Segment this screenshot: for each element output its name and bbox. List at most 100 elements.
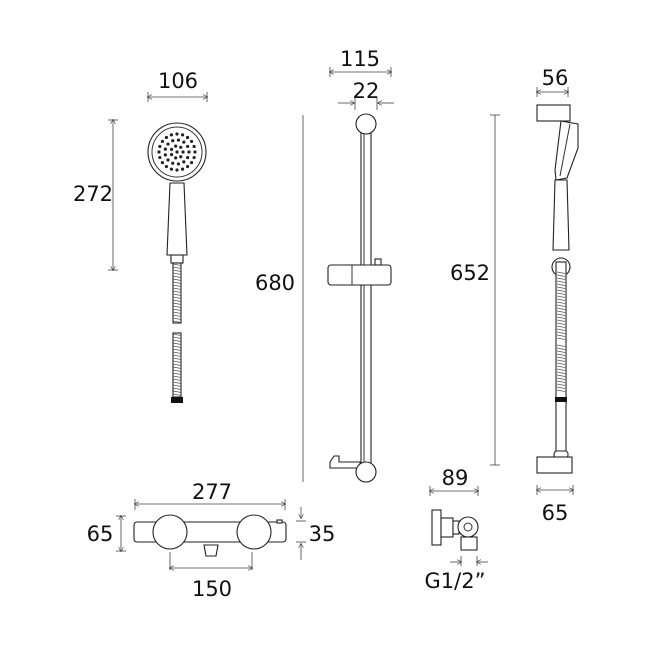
nozzle-dot [157, 150, 161, 154]
hose-rib [556, 271, 566, 274]
hose-rib [172, 357, 182, 360]
hose-rib [172, 360, 182, 363]
hose-rib [172, 275, 182, 278]
hose-rib [556, 274, 566, 277]
nozzle-dot [175, 132, 179, 136]
nozzle-dot [175, 150, 179, 154]
side-bottom-depth-label: 65 [542, 501, 569, 525]
valve-right-knob [236, 514, 272, 550]
hose-rib [556, 295, 566, 298]
rail-front-drawing: 115 22 680 [255, 47, 394, 483]
hose-rib [556, 298, 566, 301]
hose-rib [172, 393, 182, 396]
bar-valve-drawing: 277 65 35 150 [87, 480, 336, 601]
nozzle-dot [180, 167, 185, 171]
rail-bottom-bracket [329, 455, 361, 469]
nozzle-dot [174, 156, 178, 160]
hose-rib [556, 347, 566, 350]
rail-side-drawing: 56 652 65 [450, 66, 579, 525]
hose-rib [556, 316, 566, 319]
hose-connector [171, 397, 183, 403]
elbow-depth-label: 89 [442, 466, 469, 490]
hose-rib [172, 266, 182, 269]
hose-rib [556, 310, 566, 313]
hose-rib [556, 337, 566, 340]
hose-rib [172, 284, 182, 287]
nozzle-dot [169, 153, 174, 157]
hose-rib [172, 378, 182, 381]
hose-rib [172, 381, 182, 384]
hose-rib [556, 368, 566, 371]
hose-rib [172, 302, 182, 305]
nozzle-dot [185, 135, 190, 140]
valve-length-label: 277 [192, 480, 232, 504]
side-top-depth-label: 56 [542, 66, 569, 90]
hose-rib [172, 384, 182, 387]
hose-rib [172, 269, 182, 272]
handset-height-label: 272 [73, 182, 113, 206]
nozzle-dot [171, 161, 175, 165]
elbow-wall-plate [431, 509, 442, 546]
nozzle-dot [176, 138, 181, 142]
hose-rib [556, 362, 566, 365]
nozzle-dot [169, 167, 174, 171]
nozzle-dot [164, 164, 169, 169]
nozzle-dot [171, 139, 175, 143]
elbow-body [457, 516, 479, 538]
hose-rib [556, 313, 566, 316]
hose-rib [172, 311, 182, 314]
hose-rib [172, 314, 182, 317]
elbow-nut [440, 517, 454, 538]
hose-rib [556, 371, 566, 374]
hose-rib [556, 344, 566, 347]
nozzle-dot [175, 168, 179, 172]
hose-rib [556, 353, 566, 356]
hose-rib [556, 286, 566, 289]
hose-rib [172, 342, 182, 345]
hose-rib [172, 290, 182, 293]
valve-centres-label: 150 [192, 577, 232, 601]
nozzle-dot [187, 150, 191, 154]
nozzle-dot [166, 158, 170, 162]
nozzle-dot [185, 164, 190, 169]
handset-drawing: 106 272 [73, 69, 207, 403]
nozzle-dot [163, 153, 167, 157]
hose-rib [556, 292, 566, 295]
hose-rib [172, 348, 182, 351]
hose-rib [556, 322, 566, 325]
hose-rib [556, 365, 566, 368]
nozzle-dot [182, 160, 186, 164]
side-bottom-bracket [536, 456, 573, 474]
hose-rib [172, 366, 182, 369]
hose-rib [172, 375, 182, 378]
hose-rib [172, 351, 182, 354]
hose-rib [172, 320, 182, 323]
nozzle-dots [157, 132, 197, 172]
handset-width-label: 106 [158, 69, 198, 93]
side-top-bracket [536, 104, 571, 122]
hose-rib [172, 345, 182, 348]
nozzle-dot [192, 155, 196, 160]
hose-rib [172, 372, 182, 375]
hose-rib [556, 380, 566, 383]
nozzle-dot [189, 160, 194, 165]
nozzle-dot [193, 150, 197, 154]
handset-handle [166, 182, 188, 256]
rail-diameter-label: 22 [353, 79, 380, 103]
hose-rib [556, 280, 566, 283]
rail-bottom-knob [355, 461, 377, 483]
hose-rib [556, 283, 566, 286]
hose-rib [556, 350, 566, 353]
nozzle-dot [163, 147, 167, 151]
hose-rib [556, 331, 566, 334]
hose-rib [556, 289, 566, 292]
hose-rib [172, 272, 182, 275]
nozzle-dot [160, 160, 165, 165]
elbow-outlet [460, 536, 478, 551]
hose-rib [556, 277, 566, 280]
hose-rib [172, 339, 182, 342]
rail-bar [360, 131, 372, 465]
nozzle-dot [169, 133, 174, 137]
hose-rib [172, 305, 182, 308]
